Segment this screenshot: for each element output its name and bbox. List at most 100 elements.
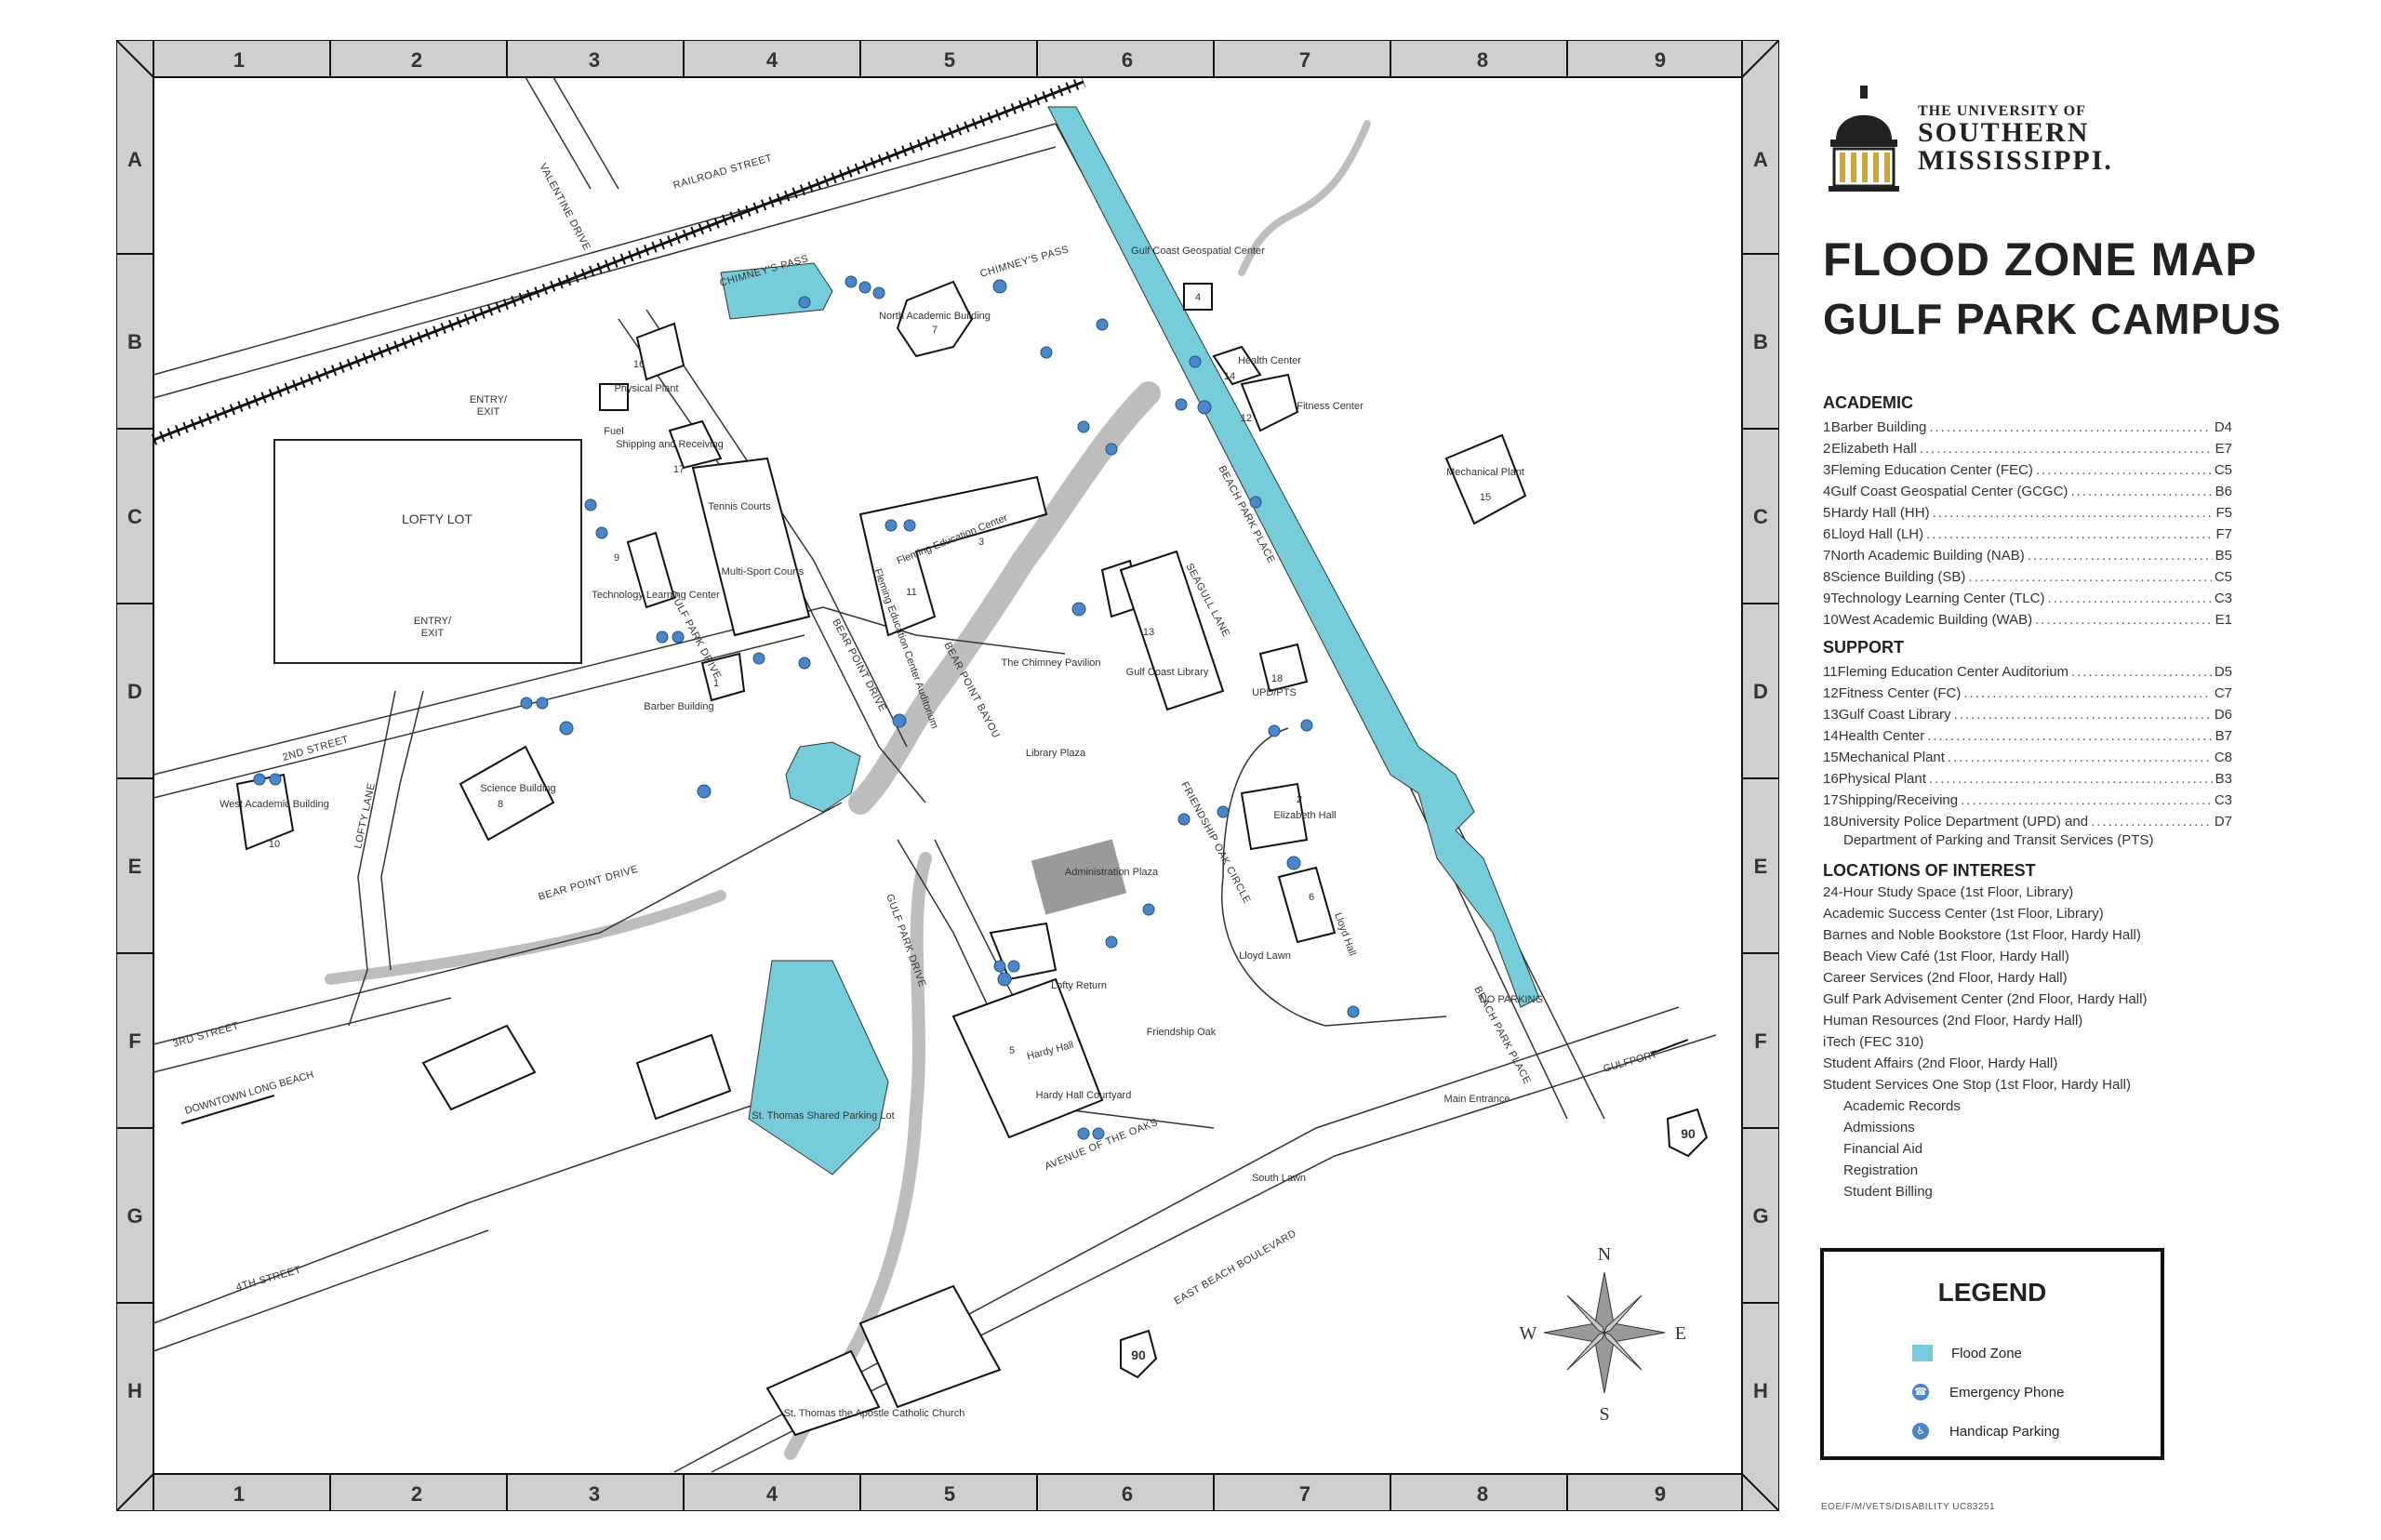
directory-number: 10 [1823,612,1839,628]
grid-col-label: 2 [411,1482,422,1506]
directory-name: Shipping/Receiving [1838,792,1959,808]
directory-grid-ref: E7 [2215,441,2232,457]
leader-dots [1929,419,2211,435]
logo-line-2: SOUTHERN [1918,117,2090,148]
directory-name: Hardy Hall (HH) [1830,505,1930,521]
place-main-entrance: Main Entrance [1444,1094,1510,1105]
directory-name: West Academic Building (WAB) [1838,612,2033,628]
support-continuation: Department of Parking and Transit Servic… [1843,832,2154,848]
place-west-academic-building: West Academic Building [219,799,329,810]
place-number: 14 [1224,371,1235,382]
grid-col-label: 6 [1122,1482,1133,1506]
leader-dots [1920,441,2213,457]
directory-grid-ref: C7 [2214,685,2232,701]
directory-name: Health Center [1838,728,1925,744]
fineprint: EOE/F/M/VETS/DISABILITY UC83251 [1821,1502,1996,1512]
arrow-icon [1650,1039,1689,1055]
leader-dots [1961,792,2212,808]
directory-name: Barber Building [1830,419,1927,435]
place-science-building: Science Building [480,783,555,794]
place-lloyd-lawn: Lloyd Lawn [1239,950,1291,962]
directory-number: 16 [1823,771,1839,787]
place-mechanical-plant: Mechanical Plant [1446,467,1524,478]
location-item: Gulf Park Advisement Center (2nd Floor, … [1823,991,2148,1007]
location-subitem: Student Billing [1843,1184,1933,1200]
place-number: 4 [1195,292,1201,303]
grid-col-label: 8 [1477,48,1488,72]
place-number: 15 [1480,492,1491,503]
place-number: 13 [1143,627,1154,638]
grid-row-label: F [1754,1029,1766,1053]
location-subitem: Admissions [1843,1120,1915,1135]
grid-row-label: A [127,148,142,171]
handicap-icon: ♿ [1912,1423,1929,1440]
legend-phone-label: Emergency Phone [1949,1384,2065,1401]
place-number: 3 [978,537,984,548]
location-item: Academic Success Center (1st Floor, Libr… [1823,906,2104,922]
directory-grid-ref: F5 [2215,505,2232,521]
logo-line-1: THE UNIVERSITY OF [1918,103,2086,119]
directory-name: Mechanical Plant [1838,750,1945,765]
directory-grid-ref: D4 [2214,419,2232,435]
place-tennis-courts: Tennis Courts [708,501,771,512]
location-item: Career Services (2nd Floor, Hardy Hall) [1823,970,2068,986]
grid-row-label: B [127,330,142,353]
highway-label: 90 [1131,1348,1146,1362]
roads [153,76,1717,1473]
locations-heading: LOCATIONS OF INTEREST [1823,861,2036,880]
directory-grid-ref: C8 [2214,750,2232,765]
support-heading: SUPPORT [1823,638,1905,657]
place-number: 2 [1297,794,1302,805]
directory-grid-ref: B3 [2215,771,2232,787]
directory-number: 18 [1823,814,1839,830]
legend-handicap-label: Handicap Parking [1949,1423,2060,1440]
directory-grid-ref: C3 [2214,591,2232,606]
place-friendship-oak: Friendship Oak [1147,1027,1217,1038]
place-hardy-hall-courtyard: Hardy Hall Courtyard [1036,1090,1132,1101]
place-elizabeth-hall: Elizabeth Hall [1273,810,1336,821]
place-no-parking: NO PARKING [1480,994,1543,1005]
directory-grid-ref: E1 [2215,612,2232,628]
place-entry-exit: ENTRY/ [414,616,452,627]
railroad [151,76,1086,445]
arrow-icon [180,1095,275,1124]
directory-name: Fleming Education Center (FEC) [1830,462,2033,478]
leader-dots [2071,664,2212,680]
location-item: Human Resources (2nd Floor, Hardy Hall) [1823,1013,2083,1029]
directory-number: 2 [1823,441,1831,457]
directory-grid-ref: D7 [2214,814,2232,830]
place-health-center: Health Center [1238,355,1301,366]
place-number: 7 [932,325,938,336]
map-subtitle: GULF PARK CAMPUS [1823,295,2282,343]
leader-dots [1948,750,2212,765]
grid-col-label: 7 [1299,48,1310,72]
location-item: Barnes and Noble Bookstore (1st Floor, H… [1823,927,2141,943]
flood-zone [720,106,1540,1175]
place-entry-exit: ENTRY/ [470,394,508,405]
directory-grid-ref: B5 [2215,548,2232,564]
place-entry-exit: EXIT [421,628,445,639]
grid-row-label: D [127,680,142,703]
emergency-phone-markers [559,279,1301,987]
grid-col-label: 6 [1122,48,1133,72]
location-item: Student Affairs (2nd Floor, Hardy Hall) [1823,1055,2058,1071]
place-entry-exit: EXIT [477,406,500,418]
place-number: 9 [614,552,619,564]
grid-col-label: 5 [944,48,955,72]
logo-line-3: MISSISSIPPI. [1918,145,2113,176]
place-number: 5 [1009,1045,1015,1056]
grid-col-label: 9 [1655,1482,1666,1506]
emergency-phone-icon: ☎ [1912,1384,1929,1401]
directory-grid-ref: C3 [2214,792,2232,808]
directory-name: Fleming Education Center Auditorium [1837,664,2069,680]
